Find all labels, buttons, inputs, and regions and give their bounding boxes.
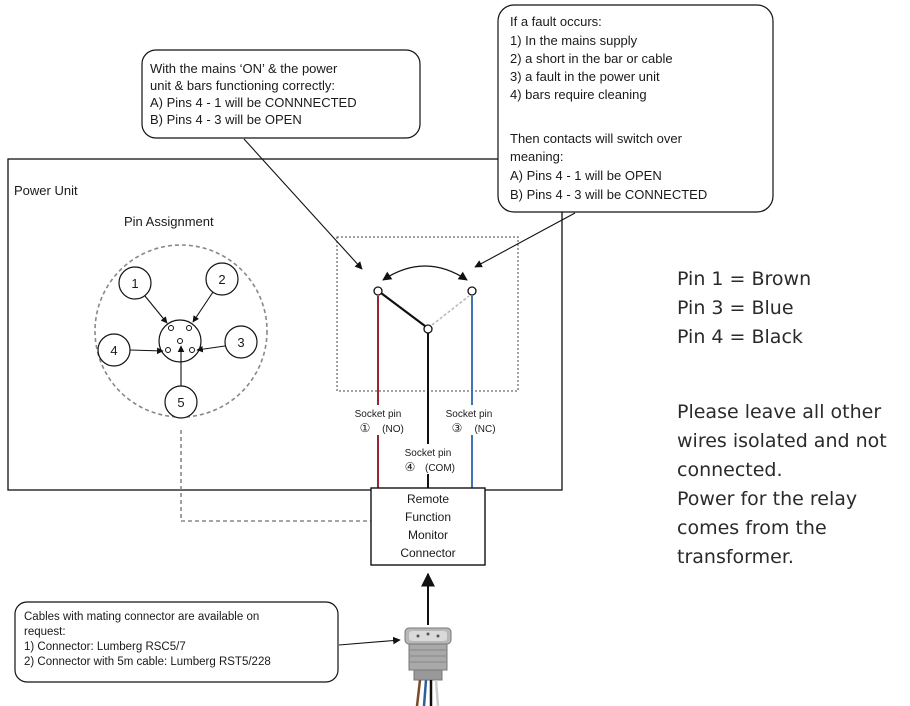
callout-normal-line-4: B) Pins 4 - 3 will be OPEN (150, 112, 302, 127)
callout-fault-line-8: meaning: (510, 149, 563, 164)
face-pin-2 (186, 325, 192, 331)
callout-fault-line-3: 2) a short in the bar or cable (510, 51, 673, 66)
wiring-pin-3: Pin 3 = Blue (677, 297, 794, 319)
connector-line-2: Function (405, 510, 451, 524)
pin-assignment-title: Pin Assignment (124, 214, 214, 229)
connector-line-4: Connector (400, 546, 455, 560)
note-line-6: transformer. (677, 546, 794, 568)
callout-cables-line-1: Cables with mating connector are availab… (24, 611, 259, 623)
note-line-2: wires isolated and not (677, 430, 887, 452)
callout-fault-line-2: 1) In the mains supply (510, 33, 638, 48)
face-pin-1 (168, 325, 174, 331)
connector-line-1: Remote (407, 492, 449, 506)
callout-cables-line-2: request: (24, 626, 66, 638)
note-line-4: Power for the relay (677, 488, 858, 510)
power-unit-label: Power Unit (14, 183, 78, 198)
arrow-cables-to-connector (338, 636, 401, 646)
power-unit-box (7, 158, 563, 491)
connector-box (370, 487, 486, 566)
callout-cables-line-3: 1) Connector: Lumberg RSC5/7 (24, 641, 186, 653)
pin-label-4: 4 (97, 333, 131, 367)
callout-fault-line-7: Then contacts will switch over (510, 131, 683, 146)
wiring-pin-1: Pin 1 = Brown (677, 268, 812, 290)
socket-no-label: (NO) (382, 424, 404, 435)
arrow-normal-to-no (243, 138, 363, 270)
contact-com (423, 324, 433, 334)
socket-com-label: (COM) (425, 463, 455, 474)
callout-cables-line-4: 2) Connector with 5m cable: Lumberg RST5… (24, 656, 271, 668)
socket-pin-no: ① (360, 421, 371, 435)
cable-connector-image (404, 627, 452, 706)
wiring-notes: Please leave all other wires isolated an… (677, 398, 887, 572)
connector-line-3: Monitor (408, 528, 448, 542)
socket-label-nc: Socket pin (446, 409, 493, 420)
callout-normal-line-2: unit & bars functioning correctly: (150, 78, 335, 93)
callout-fault-box (497, 4, 774, 213)
arrow-pin-2 (192, 291, 214, 323)
arrow-pin-4 (129, 347, 164, 355)
arrow-pin-3 (196, 345, 226, 353)
svg-text:1: 1 (131, 276, 138, 291)
pin-label-5: 5 (164, 385, 198, 419)
wiring-legend: Pin 1 = Brown Pin 3 = Blue Pin 4 = Black (677, 265, 811, 352)
relay-switch-arm (380, 292, 426, 327)
callout-cables-box (14, 601, 339, 683)
svg-text:3: 3 (237, 335, 244, 350)
callout-fault-line-1: If a fault occurs: (510, 14, 602, 29)
pin-label-2: 2 (205, 262, 239, 296)
callout-fault-line-4: 3) a fault in the power unit (510, 69, 660, 84)
pin-label-1: 1 (118, 266, 152, 300)
socket-pin-nc: ③ (452, 421, 463, 435)
contact-nc (467, 286, 477, 296)
socket-nc-label: (NC) (474, 424, 495, 435)
callout-fault-line-5: 4) bars require cleaning (510, 87, 647, 102)
callout-normal-line-1: With the mains ‘ON’ & the power (150, 61, 338, 76)
socket-label-no: Socket pin (355, 409, 402, 420)
socket-pin-com: ④ (405, 460, 416, 474)
note-line-5: comes from the (677, 517, 827, 539)
note-line-3: connected. (677, 459, 783, 481)
svg-text:4: 4 (110, 343, 117, 358)
callout-fault-line-9: A) Pins 4 - 1 will be OPEN (510, 168, 662, 183)
arrow-pin-1 (144, 295, 168, 324)
callout-normal-box (141, 49, 421, 139)
note-line-1: Please leave all other (677, 401, 882, 423)
svg-text:5: 5 (177, 395, 184, 410)
wiring-pin-4: Pin 4 = Black (677, 326, 803, 348)
dashed-link (180, 430, 394, 527)
callout-fault-line-10: B) Pins 4 - 3 will be CONNECTED (510, 187, 707, 202)
callout-normal-line-3: A) Pins 4 - 1 will be CONNNECTED (150, 95, 357, 110)
connector-face (158, 319, 202, 363)
contact-no (373, 286, 383, 296)
pin-label-3: 3 (224, 325, 258, 359)
relay-switch-alt (431, 295, 470, 326)
svg-text:2: 2 (218, 272, 225, 287)
face-pin-4 (165, 347, 171, 353)
face-pin-5 (177, 338, 183, 344)
arrow-fault-to-nc (474, 212, 576, 268)
face-pin-3 (189, 347, 195, 353)
switch-arc (382, 265, 468, 281)
socket-label-com: Socket pin (405, 448, 452, 459)
